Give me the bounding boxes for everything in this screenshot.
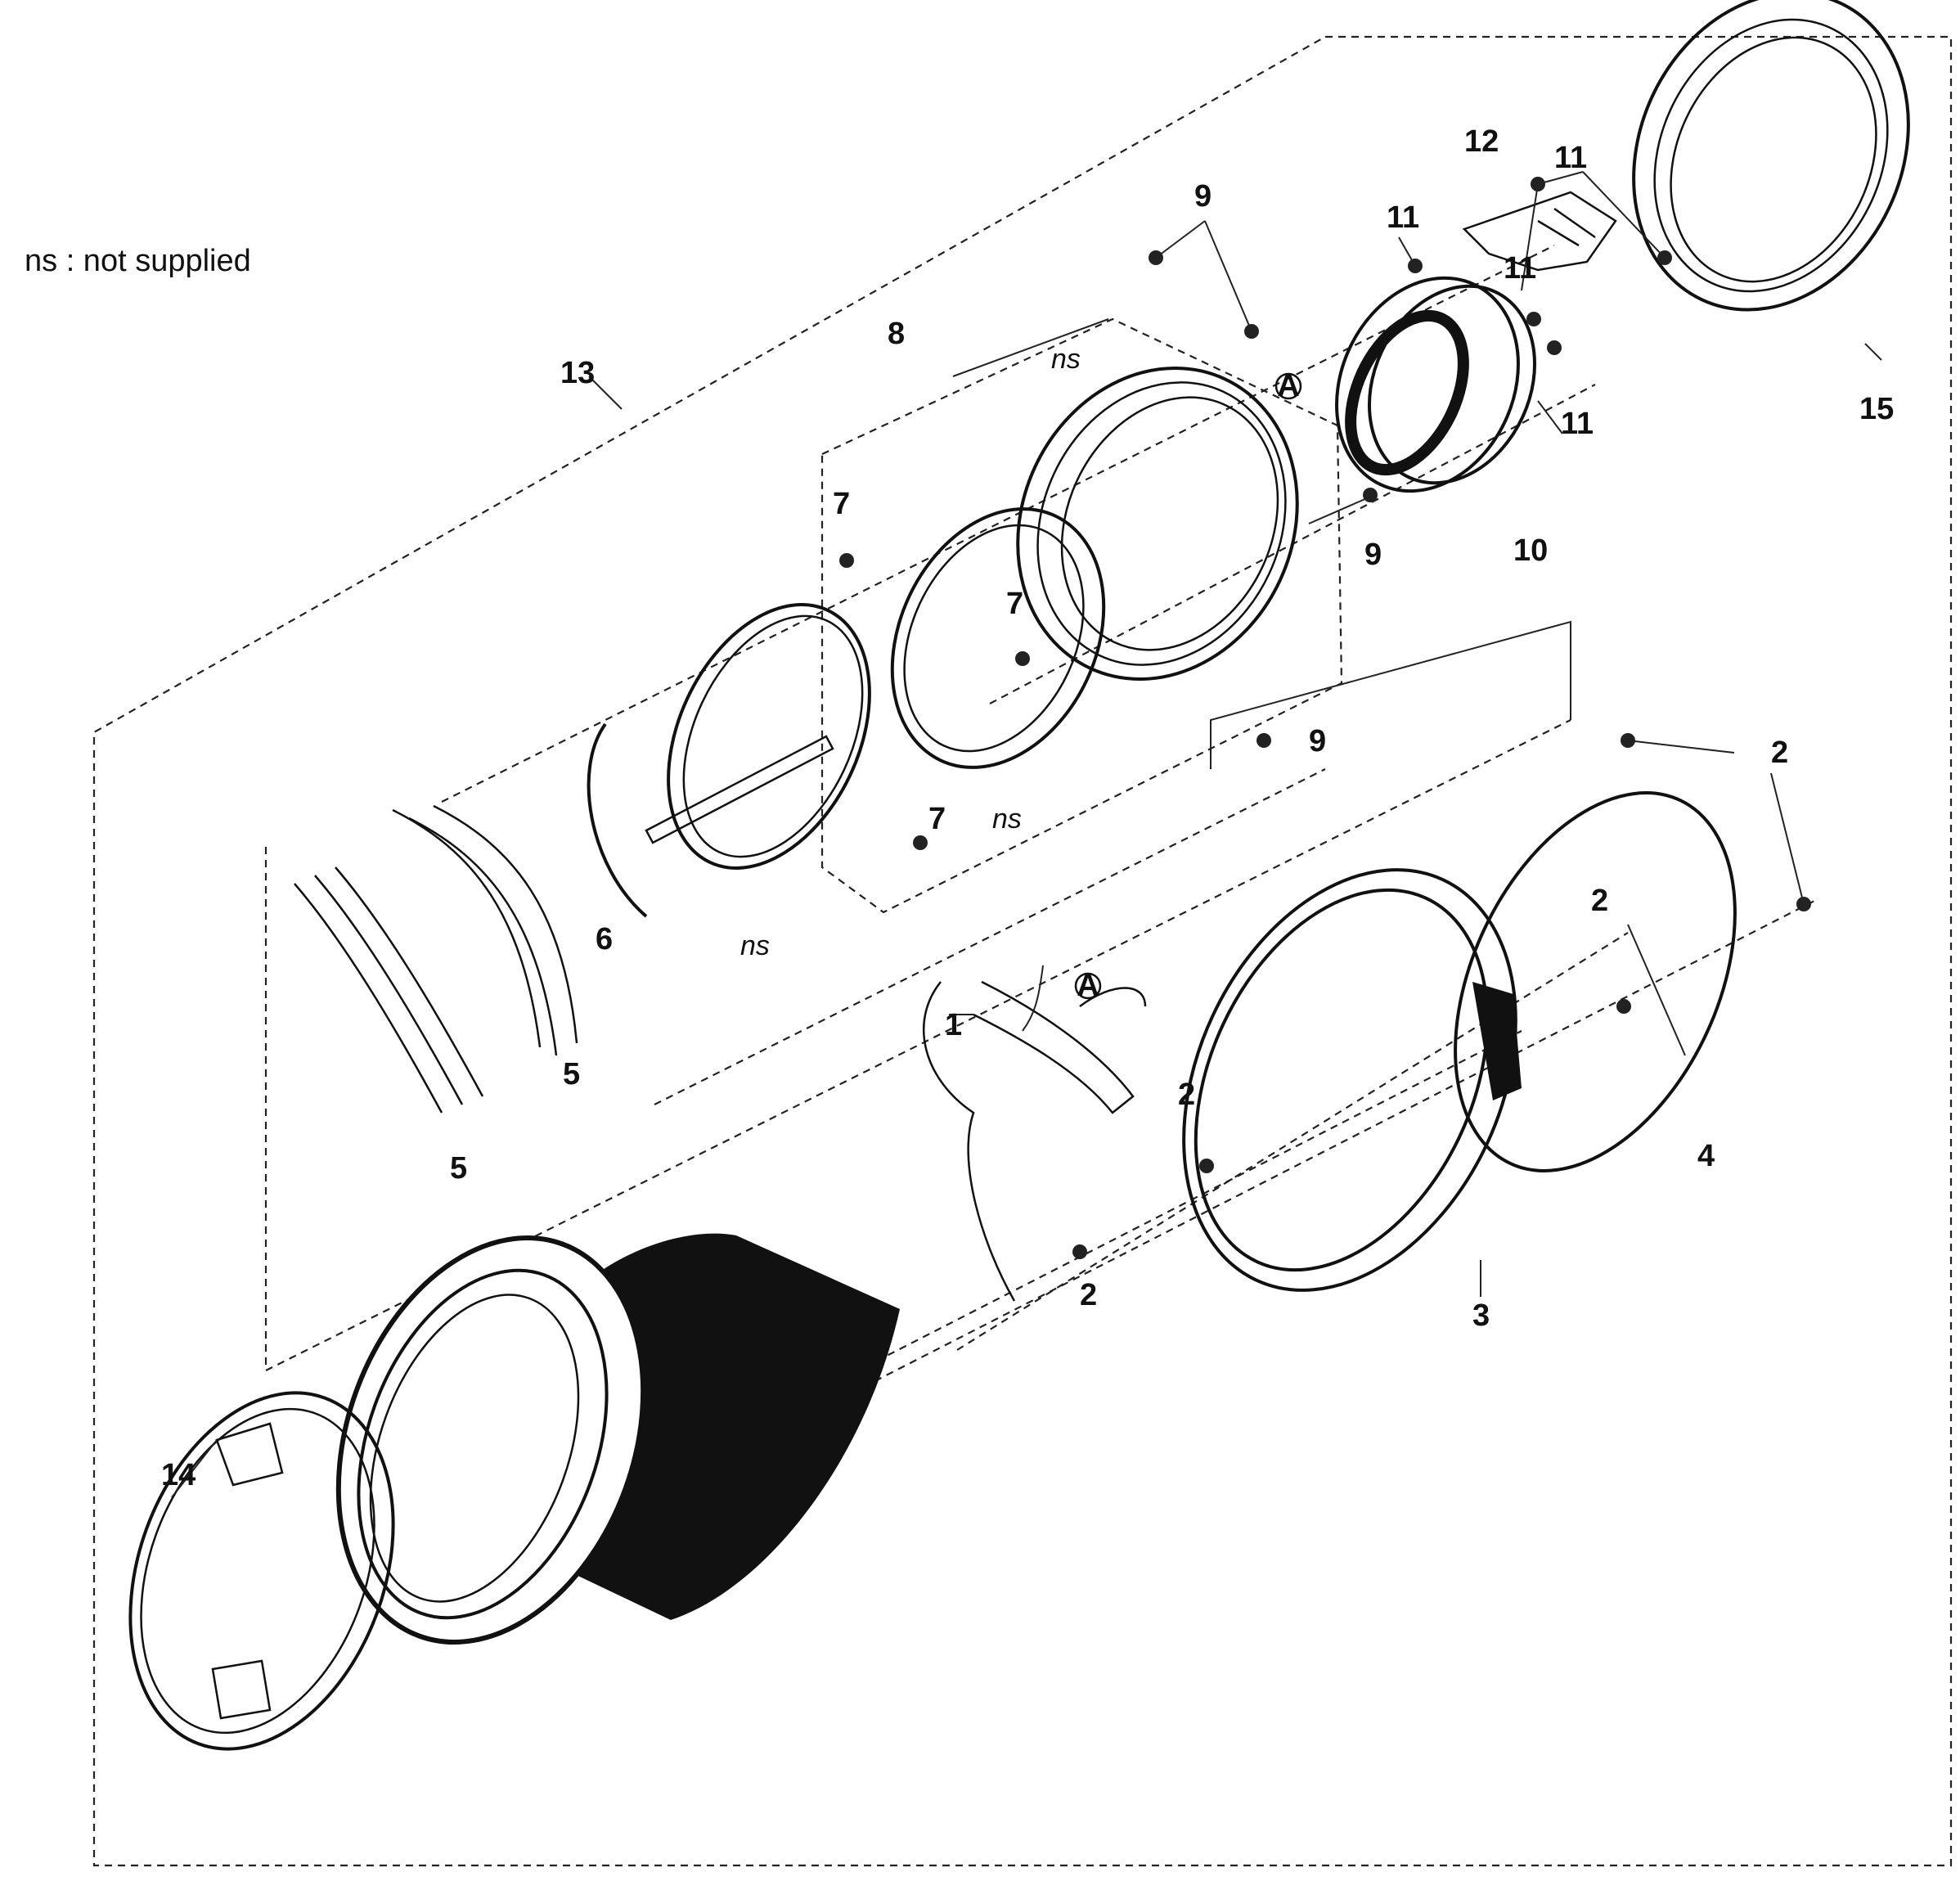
callout-15: 15 <box>1859 392 1894 426</box>
ns-marker: ns <box>740 930 770 961</box>
group-bracket-right <box>1210 620 1571 769</box>
callout-2: 2 <box>1080 1278 1097 1312</box>
callout-1: 1 <box>945 1008 962 1042</box>
lens-barrel <box>335 1233 900 1645</box>
callout-8: 8 <box>888 317 905 351</box>
part-15-rear-ring <box>1632 0 1910 312</box>
ring-ns <box>890 507 1106 769</box>
reference-marker-a: A <box>1274 369 1302 403</box>
callout-11: 11 <box>1561 407 1594 441</box>
leader-lines <box>171 171 1882 1498</box>
callout-13: 13 <box>560 356 595 390</box>
assembly-8-boundary <box>820 317 1343 914</box>
screws <box>839 177 1811 1259</box>
reference-marker-a: A <box>1074 969 1102 1003</box>
axis-line <box>956 932 1629 1351</box>
axis-line <box>711 899 1817 1465</box>
callout-5: 5 <box>563 1057 580 1091</box>
assembly-13-boundary <box>92 35 1953 1867</box>
part-12-contact-block <box>1462 191 1617 272</box>
callout-7: 7 <box>1006 587 1023 621</box>
ns-marker: ns <box>1051 344 1081 375</box>
axis-line <box>441 245 1555 803</box>
callout-14: 14 <box>161 1458 196 1492</box>
part-3-front-ring <box>1182 868 1522 1292</box>
callout-12: 12 <box>1464 124 1499 159</box>
svg-text:A: A <box>1277 369 1299 403</box>
callout-7: 7 <box>928 802 946 836</box>
callout-2: 2 <box>1591 884 1608 918</box>
svg-text:A: A <box>1077 969 1099 1003</box>
callout-9: 9 <box>1309 724 1326 758</box>
callout-9: 9 <box>1364 538 1382 572</box>
callout-11: 11 <box>1554 141 1587 175</box>
callout-10: 10 <box>1513 533 1548 568</box>
callout-9: 9 <box>1194 179 1212 214</box>
part-1-flex-circuit <box>923 980 1147 1302</box>
part-6-spring <box>587 722 648 918</box>
part-14-lens-cap <box>128 1391 395 1751</box>
callout-6: 6 <box>596 922 613 956</box>
callout-3: 3 <box>1472 1298 1490 1333</box>
callout-2: 2 <box>1178 1078 1195 1112</box>
ns-marker: ns <box>992 803 1022 835</box>
callout-11: 11 <box>1387 200 1419 235</box>
callout-2: 2 <box>1771 736 1788 770</box>
part-4-retaining-ring <box>1454 791 1737 1172</box>
part-10-mount-ring <box>1335 276 1537 493</box>
callout-11: 11 <box>1504 251 1536 286</box>
callout-5: 5 <box>450 1151 467 1186</box>
callout-7: 7 <box>833 487 850 521</box>
legend-not-supplied: ns : not supplied <box>25 244 251 278</box>
axis-line <box>817 1030 1522 1392</box>
ring-with-bar-ns <box>645 603 871 870</box>
callout-4: 4 <box>1697 1139 1715 1173</box>
part-5-blades <box>294 804 578 1114</box>
